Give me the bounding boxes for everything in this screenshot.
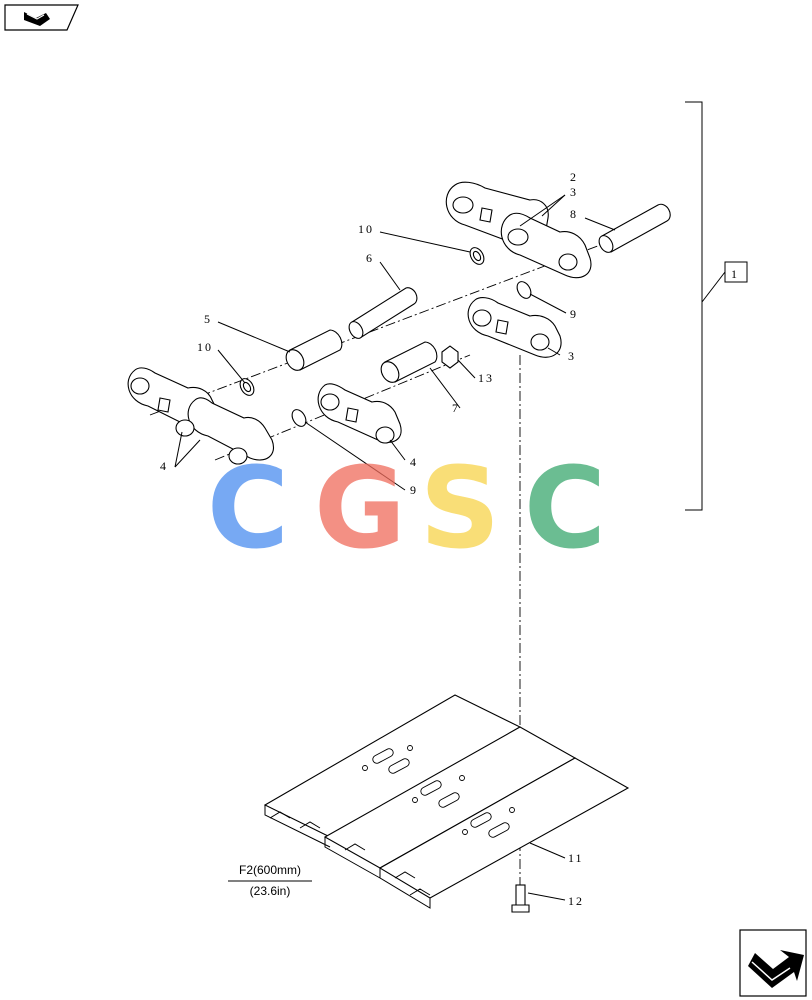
prev-page-tab[interactable] (4, 4, 79, 31)
track-link-lower-right (467, 297, 562, 358)
callout-2: 2 (570, 170, 578, 184)
callout-3a: 3 (570, 185, 578, 199)
callout-10b: 10 (197, 340, 213, 354)
page-back-arrow-icon (24, 12, 50, 26)
variant-size-mm: F2(600mm) (239, 863, 301, 877)
page-forward-arrow-icon (748, 950, 804, 988)
watermark-letter-s: S (420, 444, 501, 574)
pin-8 (598, 203, 671, 253)
watermark-letter-c1: C (207, 444, 289, 574)
washer-9-lower (291, 409, 307, 427)
callout-10a: 10 (358, 222, 374, 236)
nut-13 (441, 345, 459, 369)
track-link-left (127, 367, 274, 465)
seal-ring-10-lower (239, 378, 255, 396)
callout-labels: 1 2 3 3 4 4 5 6 7 8 9 9 10 10 11 12 13 (160, 170, 739, 908)
bolt-12 (511, 884, 530, 913)
callout-7: 7 (452, 401, 460, 415)
track-link-middle (317, 383, 402, 444)
variant-label: F2(600mm) (23.6in) (228, 863, 312, 898)
callout-11: 11 (568, 851, 584, 865)
track-shoes (263, 694, 630, 909)
watermark-letter-c2: C (524, 444, 606, 574)
seal-ring-10-upper (469, 247, 485, 265)
callout-12: 12 (568, 894, 584, 908)
track-link-upper-right (445, 181, 592, 279)
leader-lines (174, 194, 616, 901)
callout-8: 8 (570, 207, 578, 221)
variant-size-in: (23.6in) (250, 884, 291, 898)
callout-13: 13 (478, 371, 494, 385)
callout-4a: 4 (160, 459, 168, 473)
callout-1: 1 (731, 267, 739, 281)
callout-5: 5 (204, 312, 212, 326)
callout-4b: 4 (410, 455, 418, 469)
callout-6: 6 (366, 251, 374, 265)
callout-9a: 9 (570, 307, 578, 321)
washer-9-upper (516, 281, 532, 299)
next-page-button[interactable] (739, 929, 807, 997)
callout-9b: 9 (410, 483, 418, 497)
pin-6 (348, 287, 418, 339)
bushing-7 (380, 341, 438, 383)
callout-3b: 3 (568, 349, 576, 363)
watermark-letter-g: G (314, 444, 406, 574)
cgsc-watermark: C G S C (207, 444, 606, 574)
assembly-bracket (685, 101, 748, 511)
bushing-5 (285, 329, 343, 371)
